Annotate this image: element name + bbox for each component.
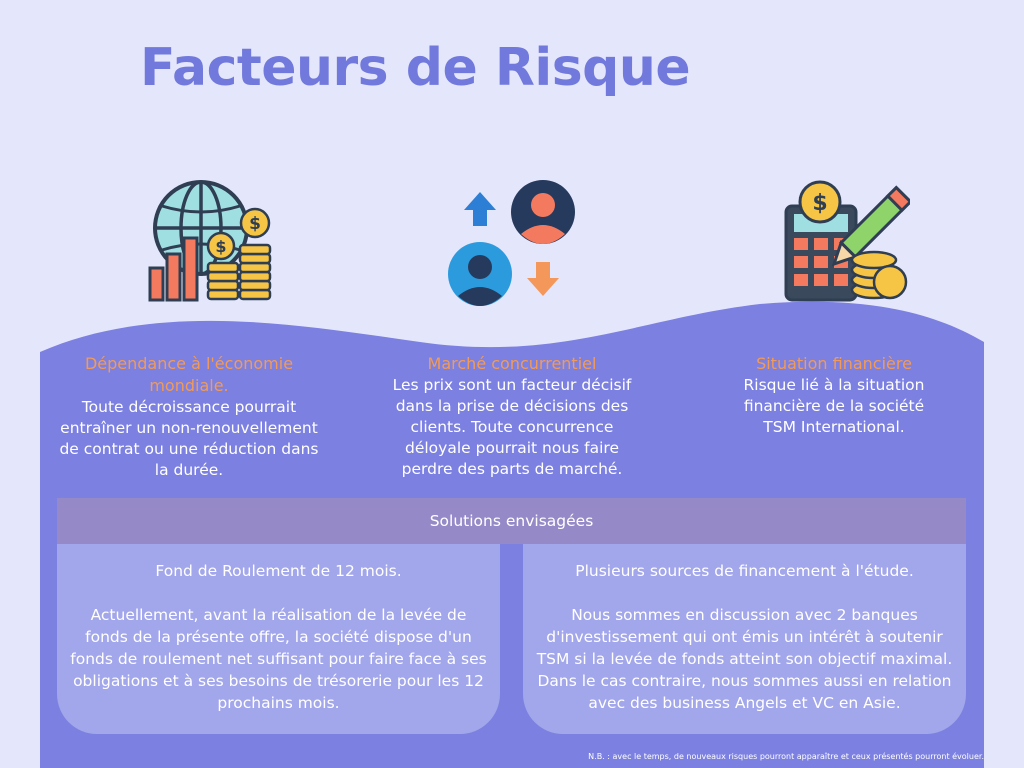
risk-description: Toute décroissance pourrait entraîner un… [59, 398, 319, 479]
solution-box-working-capital: Fond de Roulement de 12 mois. Actuelleme… [57, 544, 500, 734]
risk-column-financial: Situation financière Risque lié à la sit… [734, 353, 934, 438]
financial-calculator-icon: $ [784, 180, 910, 302]
global-economy-icon: $ $ [148, 180, 272, 302]
footnote: N.B. : avec le temps, de nouveaux risque… [588, 752, 984, 761]
risk-description: Risque lié à la situation financière de … [743, 376, 925, 436]
solution-title: Plusieurs sources de financement à l'étu… [575, 562, 914, 580]
solution-box-financing: Plusieurs sources de financement à l'étu… [523, 544, 966, 734]
risk-column-economy: Dépendance à l'économie mondiale. Toute … [56, 353, 322, 481]
risk-column-market: Marché concurrentiel Les prix sont un fa… [388, 353, 636, 480]
solution-text: Actuellement, avant la réalisation de la… [70, 606, 487, 712]
solution-text: Nous sommes en discussion avec 2 banques… [536, 606, 953, 712]
competition-icon [448, 180, 575, 306]
page-title: Facteurs de Risque [140, 38, 691, 98]
svg-text:$: $ [249, 214, 261, 234]
risk-heading: Situation financière [756, 354, 912, 373]
solutions-header: Solutions envisagées [57, 498, 966, 544]
solutions-heading: Solutions envisagées [429, 512, 594, 530]
risk-heading: Marché concurrentiel [427, 354, 597, 373]
solution-title: Fond de Roulement de 12 mois. [155, 562, 402, 580]
svg-text:$: $ [812, 191, 827, 216]
svg-text:$: $ [215, 237, 226, 256]
risk-description: Les prix sont un facteur décisif dans la… [392, 376, 632, 478]
risk-heading: Dépendance à l'économie mondiale. [84, 354, 294, 395]
